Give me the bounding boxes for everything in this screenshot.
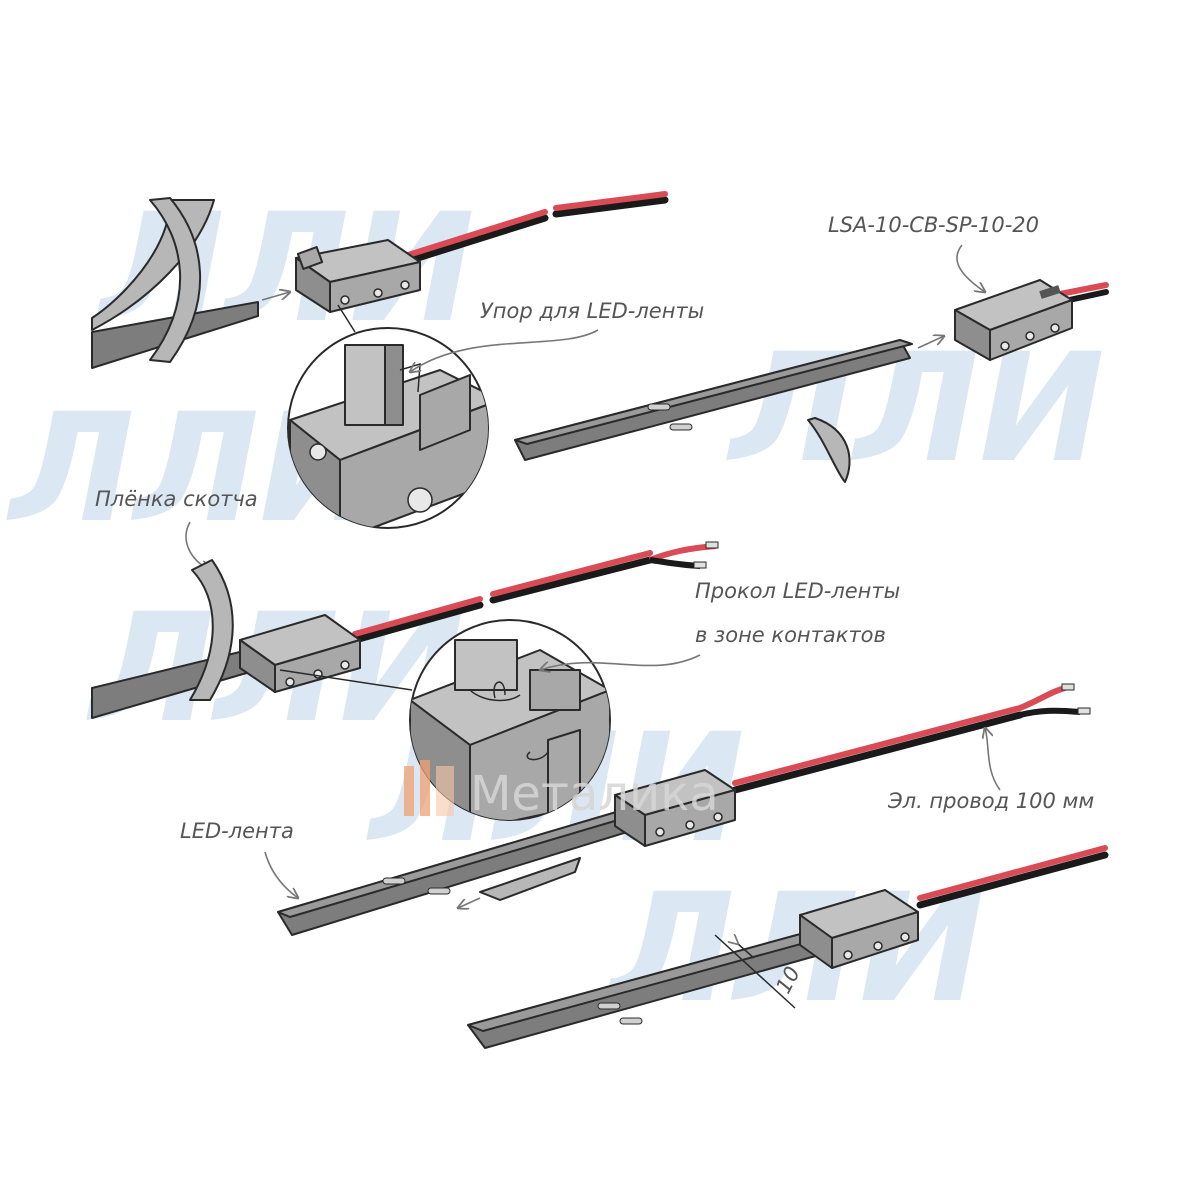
- label-wire: Эл. провод 100 мм: [887, 789, 1094, 813]
- label-pierce-line2: в зоне контактов: [695, 623, 886, 647]
- step4-connector: [614, 769, 736, 847]
- step4-tape: [277, 804, 653, 936]
- step4-wire: [731, 683, 1091, 794]
- leader-wire: [985, 728, 1001, 791]
- brand-logo: Металика: [404, 760, 719, 822]
- label-led-tape: LED-лента: [180, 819, 294, 843]
- watermark-mark-3: ЛЛИ: [726, 322, 1105, 496]
- label-pierce-line1: Прокол LED-ленты: [695, 579, 900, 603]
- label-stop-for-tape: Упор для LED-ленты: [480, 299, 704, 323]
- step3-wire: [351, 541, 719, 644]
- step1-tape: [91, 197, 259, 369]
- logo-bar-left: [404, 766, 414, 816]
- step1-arrow: [261, 292, 290, 301]
- leader-pierce: [540, 654, 701, 670]
- zoom2-pointer: [279, 669, 413, 691]
- step2-connector: [954, 279, 1073, 361]
- step5-connector: [799, 889, 919, 969]
- step1-wire: [401, 191, 669, 266]
- logo-bar-mid: [420, 760, 430, 816]
- leader-led-tape: [264, 851, 298, 898]
- leader-product-code: [956, 244, 985, 292]
- step3-connector: [239, 614, 361, 693]
- zoom2-detail: [409, 619, 611, 821]
- label-tape-film: Плёнка скотча: [95, 487, 258, 511]
- label-product-code: LSA-10-CB-SP-10-20: [828, 213, 1039, 237]
- step2-tape: [514, 339, 913, 483]
- step2-arrow: [917, 336, 944, 349]
- brand-wordmark: Металика: [470, 766, 719, 822]
- step4-arrow: [458, 897, 481, 908]
- leader-stop-for-tape: [410, 329, 599, 372]
- step1-film-curl: [149, 197, 201, 363]
- zoom1-pointer: [337, 304, 356, 333]
- step1-connector: [295, 239, 421, 313]
- zoom1-detail: [287, 327, 489, 529]
- logo-bar-right: [436, 766, 454, 816]
- step5-wire: [916, 845, 1109, 909]
